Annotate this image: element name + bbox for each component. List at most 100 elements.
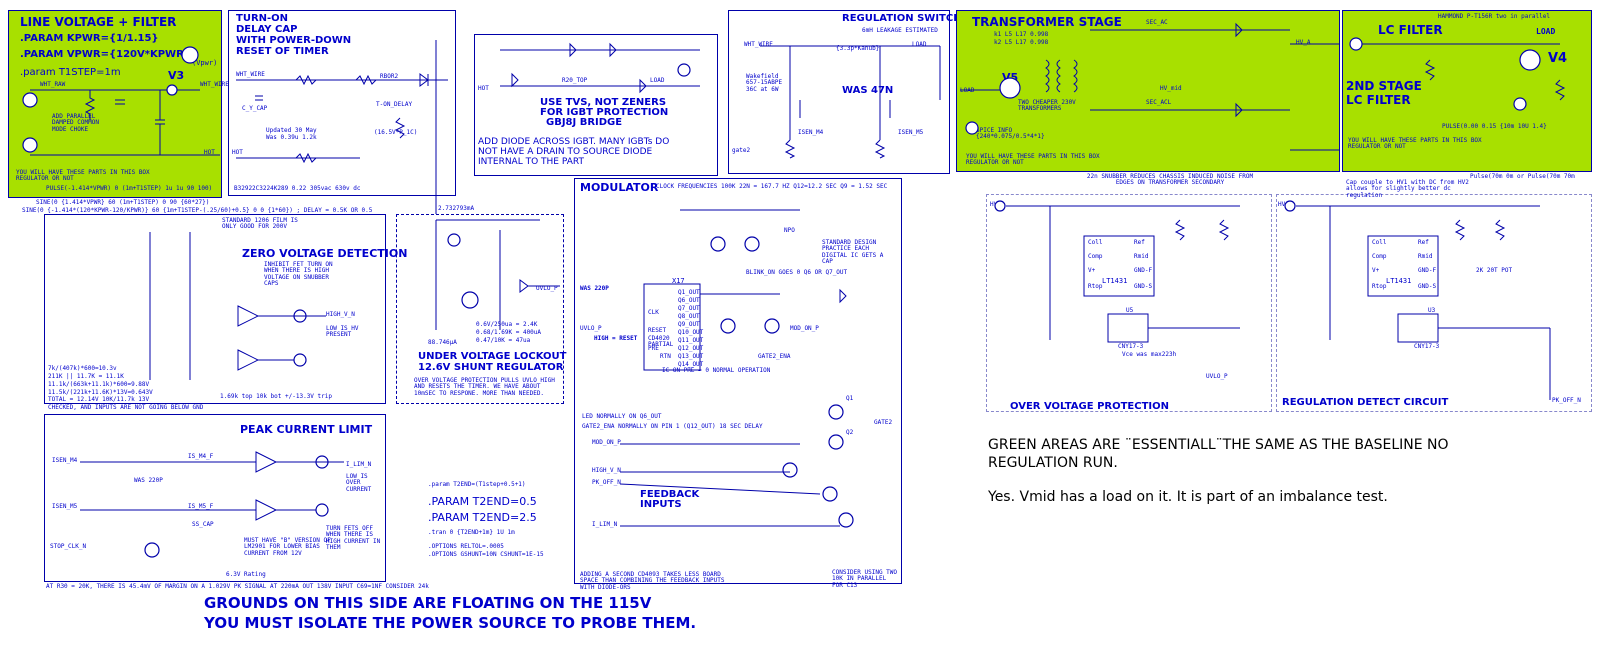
green-areas-note: GREEN AREAS ARE ¨ESSENTIALL¨THE SAME AS … [988, 437, 1449, 472]
npo-note: NPO [784, 227, 795, 234]
out-q6: Q6_OUT [678, 297, 700, 304]
gate-x2-icon [744, 236, 760, 252]
uvlo-title-1: UNDER VOLTAGE LOCKOUT [418, 351, 567, 362]
reg-detect-block [1276, 194, 1592, 412]
tran-directive: .tran 0 {T2END+1m} 1U 1m [428, 529, 515, 536]
gate-x5-icon [782, 462, 798, 478]
node-isen-m4-2: ISEN_M4 [52, 457, 78, 464]
transistor-q3-icon [144, 542, 160, 558]
updated-note: Updated 30 May [266, 127, 317, 134]
ovp-u5: U5 [1126, 307, 1134, 314]
transformer-footer: YOU WILL HAVE THESE PARTS IN THIS BOX RE… [966, 153, 1100, 167]
gshunt-option: .OPTIONS GSHUNT=10N CSHUNT=1E-15 [428, 551, 544, 558]
node-wht-wire-3: WHT_WIRE [744, 41, 773, 48]
r30-margin-note: AT R30 = 20K, THERE IS 45.4mV OF MARGIN … [46, 583, 429, 590]
modulator-title: MODULATOR [580, 181, 659, 194]
comparator-x12-icon [237, 349, 260, 371]
node-mod-on-p: MOD_ON_P [592, 439, 621, 446]
out-q7: Q7_OUT [678, 305, 700, 312]
rd-pin-coll: Coll [1372, 239, 1387, 246]
zero-voltage-title: ZERO VOLTAGE DETECTION [242, 247, 408, 260]
transformer-title: TRANSFORMER STAGE [972, 15, 1122, 29]
source-v13-icon [677, 63, 691, 77]
modulator-block [574, 178, 902, 584]
gate-x1-icon [710, 236, 726, 252]
rd-cap-note: Cap couple to HV1 with DC from HV2 allow… [1346, 179, 1469, 199]
calc-3: 11.1k/(663k+11.1k)*600=9.88V [48, 381, 150, 388]
heatsink-note: Wakefield 657-15ABPE 36C at 6W [746, 73, 783, 93]
lm2901-note: MUST HAVE "B" VERSION OF LM2901 FOR LOWE… [244, 537, 331, 557]
modulator-schematic [619, 209, 854, 528]
was-47n: WAS 47N [842, 85, 894, 96]
turn-on-schematic [236, 40, 448, 214]
v3-label: V3 [168, 69, 185, 82]
node-uvlo-p: UVLO_P [536, 285, 558, 292]
node-hv-a: HV_A [1296, 39, 1311, 46]
param-t2end-1: .PARAM T2END=0.5 [428, 495, 537, 508]
coupling-k1: k1 L5 L17 0.998 [994, 31, 1049, 38]
rd-u3: U3 [1428, 307, 1436, 314]
checked-note: CHECKED, AND INPUTS ARE NOT GOING BELOW … [48, 404, 204, 411]
input-high-v-n: HIGH_V_N [592, 467, 621, 474]
reg-switch-block [728, 10, 950, 174]
ammeter-v3-icon [166, 84, 178, 96]
source-vsec2-icon [965, 121, 979, 135]
reltol-option: .OPTIONS RELTOL=.0005 [428, 543, 504, 550]
out-q11: Q11_OUT [678, 337, 704, 344]
node-r20-top: R20_TOP [562, 77, 588, 84]
sine-directive-1: SINE(0 {1.414*VPWR} 60 (1m+T1STEP) 0 90 … [36, 199, 210, 206]
uvlo-title-2: 12.6V SHUNT REGULATOR [418, 362, 564, 373]
lc-pulse: PULSE(0.00 0.15 {10m 10U 1.4} [1442, 123, 1547, 130]
rd-pin-gndf: GND-F [1418, 267, 1437, 274]
param-t1step: .param T1STEP=1m [20, 67, 121, 78]
transformer-schematic [960, 22, 1340, 151]
reg-detect-schematic [1284, 200, 1551, 400]
uvlo-block [396, 214, 564, 404]
low-hv-note: LOW IS HV PRESENT [326, 325, 359, 339]
gate-x6-icon [822, 486, 838, 502]
ovp-opto: CNY17-3 [1118, 343, 1144, 350]
sine-directive-2: SINE(0 {-1.414*(120*KPWR-120/KPWR)} 60 {… [22, 207, 373, 214]
cap-rating: 6.3V Rating [226, 571, 266, 578]
node-wht-wire-2: WHT_WIRE [236, 71, 265, 78]
ovp-title: OVER VOLTAGE PROTECTION [1010, 401, 1170, 412]
mod-uvlo: UVLO_P [580, 325, 602, 332]
node-hot: HOT [204, 149, 215, 156]
node-gate2-out: GATE2 [874, 419, 893, 426]
node-isen-m4: ISEN_M4 [798, 129, 824, 136]
q1-label: Q1 [846, 395, 854, 402]
node-stop-clk-n: STOP_CLK_N [50, 543, 87, 550]
param-kpwr: .PARAM KPWR={1/1.15} [20, 33, 159, 44]
source-v19-icon [181, 46, 199, 64]
ovp-block [986, 194, 1272, 412]
lc-filter-footer: YOU WILL HAVE THESE PARTS IN THIS BOX RE… [1348, 137, 1482, 151]
was-note: Was 0.39u 1.2k [266, 134, 317, 141]
v4-label: V4 [1548, 51, 1568, 66]
node-gate2: gate2 [732, 147, 751, 154]
source-v8-icon [1349, 37, 1363, 51]
node-ss-cap: SS_CAP [192, 521, 214, 528]
tvs-schematic [500, 42, 700, 94]
pin-reset: RESET [648, 327, 667, 334]
load-label: LOAD [1536, 27, 1556, 36]
vmid-note: Yes. Vmid has a load on it. It is part o… [988, 489, 1388, 505]
pulse-directive: PULSE(-1.414*VPWR) 0 (1m+T1STEP) 1u 1u 9… [46, 185, 213, 192]
rd-pin-vplus: V+ [1372, 267, 1380, 274]
node-is-m4-f: IS_M4_F [188, 453, 214, 460]
uvlo-schematic [435, 219, 560, 330]
lc2-title-2: LC FILTER [1346, 93, 1411, 107]
calc-2: 211K || 11.7K = 11.1K [48, 373, 124, 380]
reg-switch-title: REGULATION SWITCH [842, 13, 962, 24]
leakage-note: 6mH LEAKAGE ESTIMATED [862, 27, 938, 34]
igbt-note-3: INTERNAL TO THE PART [478, 157, 584, 167]
uvlo-calc-3: 0.47/10K = 47ua [476, 337, 531, 344]
fet-off-note: TURN FETS OFF WHEN THERE IS HIGH CURRENT… [326, 525, 381, 551]
ovp-vce-note: Vce was max223h [1122, 351, 1177, 358]
node-c-y-cap: C_Y_CAP [242, 105, 268, 112]
node-hot-3: HOT [478, 85, 489, 92]
feedback-title-1: FEEDBACK [640, 489, 700, 500]
node-hot-2: HOT [232, 149, 243, 156]
rd-pin-ref: Ref [1418, 239, 1429, 246]
consider-note: CONSIDER USING TWO 10K IN PARALLEL FOR C… [832, 569, 898, 589]
